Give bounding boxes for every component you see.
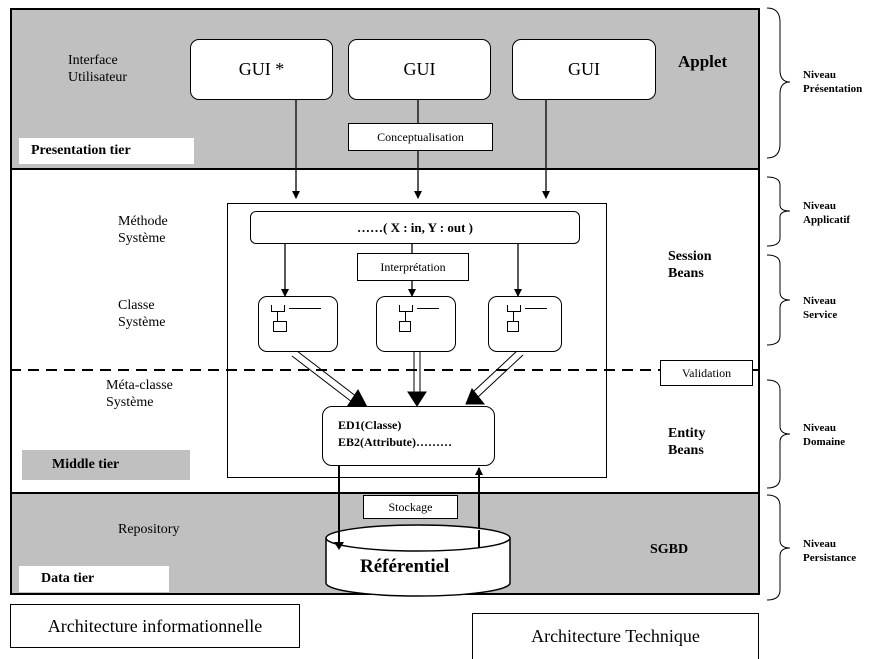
level-domaine-line1: Niveau [803, 422, 836, 434]
entity-eb2-label: EB2(Attribute)……… [338, 435, 452, 449]
interpretation-label: Interprétation [357, 253, 469, 281]
class-box-1-glyph [271, 305, 321, 339]
level-persistance-line2: Persistance [803, 552, 857, 564]
session-beans-label: Session Beans [668, 248, 712, 282]
level-applicatif-line1: Niveau [803, 200, 836, 212]
data-tier-label: Data tier [19, 566, 169, 592]
classe-systeme-label: Classe Système [118, 297, 165, 331]
validation-label: Validation [660, 360, 753, 386]
session-label-line1: Session [668, 249, 712, 264]
level-service: Niveau Service [803, 294, 837, 322]
brace-persistance [766, 494, 791, 601]
conceptualisation-label: Conceptualisation [348, 123, 493, 151]
level-service-line2: Service [803, 309, 838, 321]
level-applicatif: Niveau Applicatif [803, 199, 850, 227]
entity-box: ED1(Classe) EB2(Attribute)……… [322, 406, 495, 466]
arrow-class3-entity [465, 349, 524, 405]
gui-box-1: GUI * [190, 39, 333, 100]
interface-utilisateur-label: Interface Utilisateur [68, 52, 127, 86]
presentation-tier-label: Presentation tier [19, 138, 194, 164]
interface-label-line1: Interface [68, 53, 118, 68]
methode-label-line1: Méthode [118, 214, 168, 229]
level-persistance: Niveau Persistance [803, 537, 856, 565]
method-signature-box: ……( X : in, Y : out ) [250, 211, 580, 244]
classe-label-line1: Classe [118, 298, 155, 313]
class-box-2 [376, 296, 456, 352]
entity-label-line1: Entity [668, 426, 706, 441]
gui-box-2: GUI [348, 39, 491, 100]
level-domaine: Niveau Domaine [803, 421, 845, 449]
level-applicatif-line2: Applicatif [803, 214, 851, 226]
entity-label-line2: Beans [668, 443, 704, 458]
sgbd-label: SGBD [650, 542, 689, 557]
middle-tier-band [10, 168, 760, 494]
methode-systeme-label: Méthode Système [118, 213, 168, 247]
architecture-technique-label: Architecture Technique [472, 613, 759, 659]
gui-box-3: GUI [512, 39, 656, 100]
meta-label-line2: Système [106, 395, 154, 410]
brace-service [766, 254, 791, 346]
class-box-1 [258, 296, 338, 352]
level-presentation-line2: Présentation [803, 83, 863, 95]
class-box-3-glyph [501, 305, 551, 339]
level-service-line1: Niveau [803, 295, 836, 307]
class-box-2-glyph [391, 305, 441, 339]
referentiel-label: Référentiel [360, 556, 450, 577]
session-label-line2: Beans [668, 266, 704, 281]
applet-label: Applet [678, 52, 728, 71]
meta-classe-systeme-label: Méta-classe Système [106, 377, 173, 411]
methode-label-line2: Système [118, 231, 166, 246]
architecture-informationnelle-label: Architecture informationnelle [10, 604, 300, 648]
level-domaine-line2: Domaine [803, 436, 846, 448]
stockage-label: Stockage [363, 495, 458, 519]
arrow-class2-entity [407, 352, 427, 407]
level-presentation-line1: Niveau [803, 69, 836, 81]
classe-label-line2: Système [118, 315, 166, 330]
interface-label-line2: Utilisateur [68, 70, 128, 85]
class-box-3 [488, 296, 562, 352]
brace-domaine [766, 379, 791, 489]
repository-label: Repository [118, 522, 180, 537]
middle-tier-label: Middle tier [22, 450, 190, 480]
entity-beans-label: Entity Beans [668, 425, 705, 459]
brace-presentation [766, 7, 791, 159]
level-presentation: Niveau Présentation [803, 68, 862, 96]
meta-label-line1: Méta-classe [106, 378, 173, 393]
brace-applicatif [766, 176, 791, 247]
level-persistance-line1: Niveau [803, 538, 836, 550]
entity-ed1-label: ED1(Classe) [338, 418, 402, 432]
